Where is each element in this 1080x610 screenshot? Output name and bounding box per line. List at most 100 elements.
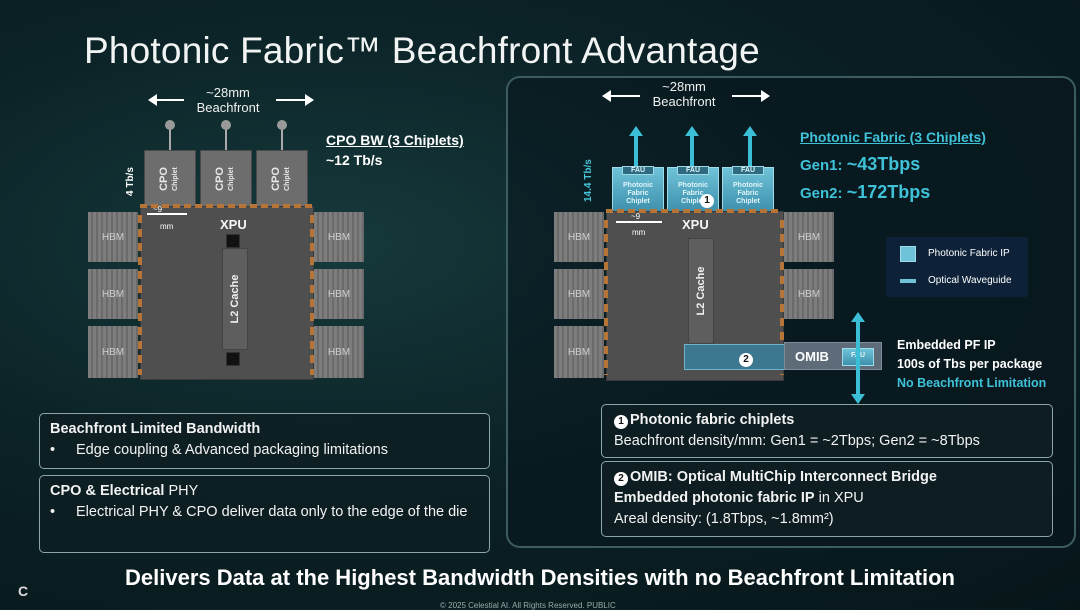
fau-label: FAU — [622, 166, 654, 175]
embedded-line-1: Embedded PF IP — [897, 338, 996, 352]
copyright: © 2025 Celestial AI. All Rights Reserved… — [440, 601, 616, 610]
pf-title: Photonic Fabric (3 Chiplets) — [800, 129, 986, 145]
l2-cache-label: L2 Cache — [229, 274, 241, 324]
pf-bw-text: Photonic Fabric (3 Chiplets) Gen1: ~43Tb… — [800, 124, 986, 207]
info-box-line3: Areal density: (1.8Tbps, ~1.8mm²) — [614, 511, 834, 527]
fiber-pin — [165, 120, 175, 151]
chiplet-label: Photonic Fabric Chiplet — [733, 182, 763, 205]
left-dim-arrow-left — [148, 94, 184, 106]
gen2-value: ~172Tbps — [846, 182, 931, 202]
l2-cache: L2 Cache — [688, 238, 714, 344]
hbm-stack: HBM — [784, 212, 834, 262]
fau-label: FAU — [732, 166, 764, 175]
hbm-stack: HBM — [554, 326, 604, 378]
hbm-stack: HBM — [88, 326, 138, 378]
edge-pads — [780, 220, 784, 375]
omib-bidir-arrow — [851, 312, 865, 404]
info-box-beachfront: Beachfront Limited Bandwidth •Edge coupl… — [39, 413, 490, 469]
fau-label: FAU — [677, 166, 709, 175]
edge-pads — [606, 209, 782, 213]
gap-unit: mm — [632, 228, 646, 237]
embedded-line-2: 100s of Tbs per package — [897, 357, 1043, 371]
photonic-fabric-chiplet: FAU Photonic Fabric Chiplet — [612, 166, 664, 213]
legend-item-pf-ip: Photonic Fabric IP — [928, 248, 1010, 259]
omib-label: OMIB — [795, 348, 829, 364]
cpo-bw-text: CPO BW (3 Chiplets) ~12 Tb/s — [326, 130, 464, 170]
embedded-pf-text: Embedded PF IP 100s of Tbs per package N… — [897, 336, 1046, 393]
cpo-bw-title: CPO BW (3 Chiplets) — [326, 132, 464, 148]
company-logo: C — [18, 583, 29, 599]
gap-arrow — [147, 213, 187, 215]
box-badge-1: 1 — [614, 415, 628, 429]
right-dim-label: Beachfront — [652, 94, 716, 109]
gap-unit: mm — [160, 222, 174, 231]
badge-2: 2 — [739, 353, 753, 367]
right-dim-value: ~28mm — [662, 79, 706, 94]
box-badge-2: 2 — [614, 472, 628, 486]
gen1-label: Gen1: — [800, 157, 847, 174]
hbm-stack: HBM — [314, 269, 364, 319]
optical-output-arrow — [743, 126, 757, 166]
legend: Photonic Fabric IP Optical Waveguide — [886, 237, 1028, 297]
l2-cache: L2 Cache — [222, 248, 248, 350]
left-dim-value: ~28mm — [206, 85, 250, 100]
chiplet-label: Photonic Fabric Chiplet — [678, 182, 708, 205]
hbm-stack: HBM — [554, 212, 604, 262]
gap-arrow — [616, 221, 662, 223]
fiber-pin — [221, 120, 231, 151]
badge-1: 1 — [700, 194, 714, 208]
right-beachfront-dim: ~28mm Beachfront — [636, 79, 732, 109]
gap-label: ~9 — [631, 212, 641, 221]
edge-pads — [310, 215, 314, 375]
edge-pads — [140, 204, 312, 208]
info-box-title: Photonic fabric chiplets — [630, 412, 795, 428]
connector-square — [226, 234, 240, 248]
footer-headline: Delivers Data at the Highest Bandwidth D… — [125, 565, 955, 590]
hbm-stack: HBM — [554, 269, 604, 319]
info-box-line2-rest: in XPU — [814, 490, 864, 506]
left-dim-arrow-right — [276, 94, 314, 106]
gen1-value: ~43Tbps — [846, 154, 921, 174]
hbm-stack: HBM — [314, 212, 364, 262]
optical-output-arrow — [685, 126, 699, 166]
left-edge-bw: 4 Tb/s — [125, 167, 136, 196]
optical-output-arrow — [629, 126, 643, 166]
legend-item-waveguide: Optical Waveguide — [928, 275, 1012, 286]
info-box-title: OMIB: Optical MultiChip Interconnect Bri… — [630, 469, 937, 485]
xpu-label: XPU — [220, 217, 247, 232]
info-box-line: Beachfront density/mm: Gen1 = ~2Tbps; Ge… — [614, 433, 980, 449]
photonic-fabric-ip-swatch — [900, 246, 916, 262]
hbm-stack: HBM — [88, 212, 138, 262]
right-dim-arrow-left — [602, 90, 640, 102]
info-box-title: CPO & Electrical — [50, 483, 165, 499]
left-dim-label: Beachfront — [196, 100, 260, 115]
chiplet-label: Photonic Fabric Chiplet — [623, 182, 653, 205]
gen2-label: Gen2: — [800, 185, 847, 202]
hbm-stack: HBM — [784, 269, 834, 319]
fiber-pin — [277, 120, 287, 151]
right-dim-arrow-right — [732, 90, 770, 102]
edge-pads — [604, 220, 608, 375]
edge-pads — [138, 215, 142, 375]
cpo-bw-value: ~12 Tb/s — [326, 152, 383, 168]
connector-square — [226, 352, 240, 366]
hbm-stack: HBM — [88, 269, 138, 319]
embedded-line-3: No Beachfront Limitation — [897, 376, 1047, 390]
hbm-stack: HBM — [314, 326, 364, 378]
optical-waveguide-swatch — [900, 279, 916, 283]
page-title: Photonic Fabric™ Beachfront Advantage — [84, 30, 760, 71]
xpu-label: XPU — [682, 217, 709, 232]
right-edge-bw: 14.4 Tb/s — [583, 159, 594, 202]
photonic-fabric-chiplet: FAU Photonic Fabric Chiplet — [722, 166, 774, 213]
l2-cache-label: L2 Cache — [695, 266, 707, 316]
info-box-title-rest: PHY — [164, 483, 199, 499]
info-box-bullet: Edge coupling & Advanced packaging limit… — [76, 442, 388, 458]
info-box-cpo: CPO & Electrical PHY •Electrical PHY & C… — [39, 475, 490, 553]
info-box-title: Beachfront Limited Bandwidth — [50, 421, 261, 437]
info-box-line2-bold: Embedded photonic fabric IP — [614, 490, 815, 506]
